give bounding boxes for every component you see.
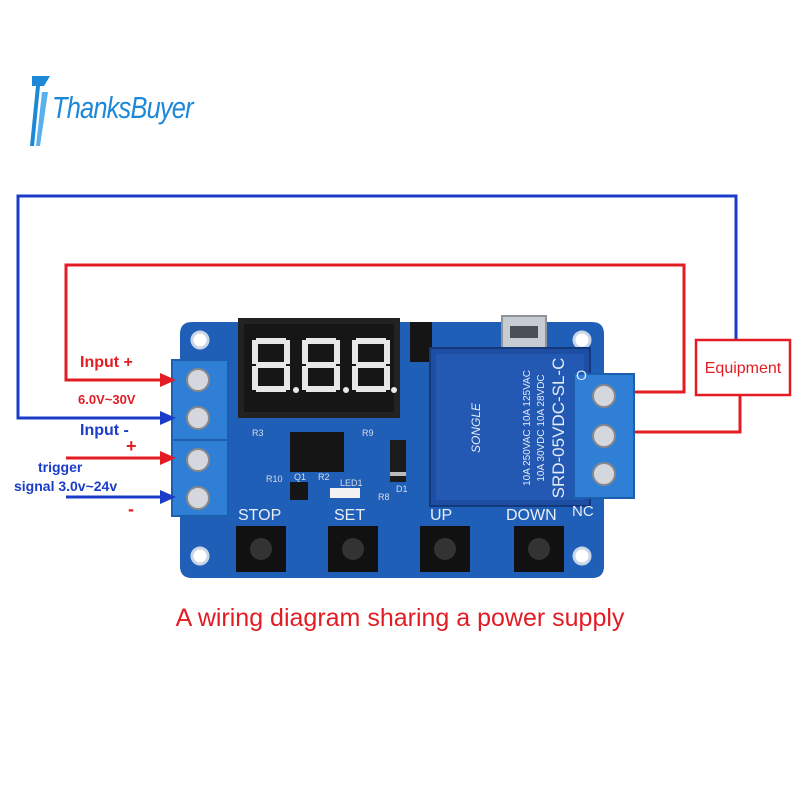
trigger-label-line1: trigger: [38, 459, 83, 475]
arrow-trigger-plus: [160, 451, 176, 465]
svg-text:D1: D1: [396, 484, 408, 494]
trigger-plus-label: +: [126, 436, 137, 456]
red-wire-equipment: [612, 395, 742, 434]
relay-model-text: SRD-05VDC-SL-C: [549, 358, 568, 499]
relay-rating-1: 10A 250VAC 10A 125VAC: [522, 370, 533, 486]
optocoupler-chip: [290, 432, 344, 472]
led1: [330, 488, 360, 498]
relay-rating-2: 10A 30VDC 10A 28VDC: [536, 374, 547, 481]
mount-hole: [572, 546, 592, 566]
equipment-label: Equipment: [705, 360, 782, 377]
svg-text:R3: R3: [252, 428, 264, 438]
svg-text:R8: R8: [378, 492, 390, 502]
trigger-minus-label: -: [128, 499, 134, 519]
brand-logo-text: ThanksBuyer: [52, 90, 194, 125]
terminal-label-nc: NC: [572, 503, 594, 520]
terminal-screw: [186, 406, 210, 430]
equipment-box: [694, 338, 792, 397]
set-label: SET: [334, 507, 365, 524]
up-label: UP: [430, 507, 452, 524]
trigger-label-line2: signal 3.0v~24v: [14, 478, 117, 494]
display-digits: [252, 338, 397, 393]
button-labels: STOP SET UP DOWN: [238, 507, 557, 524]
terminal-screw: [186, 368, 210, 392]
input-arrows: [18, 373, 176, 504]
mount-hole: [572, 330, 592, 350]
terminal-screw: [592, 462, 616, 486]
svg-text:R10: R10: [266, 474, 283, 484]
voltage-range-label: 6.0V~30V: [78, 392, 136, 407]
transistor-q1: [290, 482, 308, 500]
input-plus-label: Input +: [80, 354, 133, 371]
mount-hole: [190, 546, 210, 566]
stop-label: STOP: [238, 507, 281, 524]
svg-text:LED1: LED1: [340, 478, 363, 488]
diode-d1: [390, 440, 406, 482]
diagram-caption: A wiring diagram sharing a power supply: [175, 604, 625, 632]
terminal-screw: [186, 486, 210, 510]
svg-text:Q1: Q1: [294, 472, 306, 482]
terminal-screw: [186, 448, 210, 472]
mount-hole: [190, 330, 210, 350]
svg-text:R2: R2: [318, 472, 330, 482]
terminal-screw: [592, 424, 616, 448]
arrow-trigger-minus: [160, 490, 176, 504]
input-minus-label: Input -: [80, 422, 129, 439]
terminal-label-o: O: [576, 367, 587, 383]
tactile-buttons: [236, 526, 564, 572]
relay-brand-text: SONGLE: [469, 402, 483, 453]
arrow-input-minus: [160, 411, 176, 425]
svg-text:R9: R9: [362, 428, 374, 438]
down-label: DOWN: [506, 507, 557, 524]
thanksbuyer-logo-icon: [30, 76, 50, 146]
arrow-input-plus: [160, 373, 176, 387]
terminal-screw: [592, 384, 616, 408]
smd-component: [410, 322, 432, 362]
